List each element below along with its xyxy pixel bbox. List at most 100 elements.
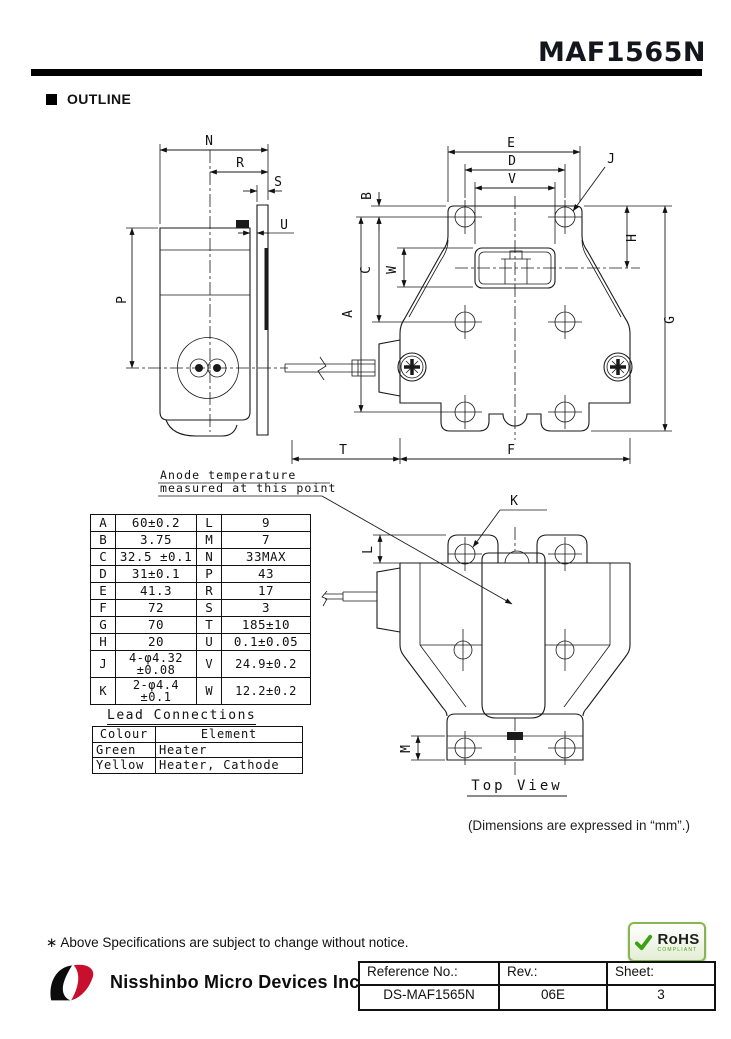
lead-col-colour: Colour (92, 726, 156, 743)
dim-value: 20 (115, 633, 197, 651)
lead-element: Heater (155, 741, 303, 758)
lead-connections-title: Lead Connections (107, 708, 257, 725)
rev-value: 06E (498, 984, 608, 1011)
lead-colour: Yellow (92, 757, 156, 774)
table-row: Yellow Heater, Cathode (92, 757, 303, 774)
dim-value: 60±0.2 (115, 514, 197, 532)
lead-col-element: Element (155, 726, 303, 743)
reference-no-label: Reference No.: (358, 961, 500, 986)
table-row: Green Heater (92, 741, 303, 758)
dim-letter: J (90, 650, 116, 678)
dim-letter: G (90, 616, 116, 634)
page-title: MAF1565N (538, 37, 706, 68)
dim-letter: U (196, 633, 222, 651)
dim-label-d: D (508, 154, 516, 169)
dim-value: 9 (221, 514, 311, 532)
rohs-label: RoHS (657, 930, 700, 948)
company-block: Nisshinbo Micro Devices Inc. (46, 962, 365, 1002)
dim-letter: E (90, 582, 116, 600)
table-row: Colour Element (92, 726, 303, 743)
dim-label-g: G (663, 316, 678, 324)
reference-table: Reference No.: Rev.: Sheet: DS-MAF1565N … (358, 961, 716, 1011)
dim-letter: P (196, 565, 222, 583)
dim-label-c: C (359, 266, 374, 274)
dim-letter: H (90, 633, 116, 651)
nisshinbo-logo (50, 964, 94, 1001)
unit-note: (Dimensions are expressed in “mm”.) (467, 818, 690, 833)
dim-letter: T (196, 616, 222, 634)
dim-label-n: N (205, 134, 213, 149)
dim-letter: F (90, 599, 116, 617)
anode-note-line1: Anode temperature (160, 468, 296, 482)
disclaimer-note: ∗ Above Specifications are subject to ch… (46, 935, 409, 950)
dim-label-l: L (361, 546, 376, 554)
dim-letter: R (196, 582, 222, 600)
rohs-check-icon (635, 934, 653, 950)
header-rule (31, 69, 702, 76)
dim-value: 43 (221, 565, 311, 583)
rev-label: Rev.: (498, 961, 608, 986)
sheet-value: 3 (606, 984, 716, 1011)
dim-value: 70 (115, 616, 197, 634)
dim-letter: D (90, 565, 116, 583)
rohs-compliant-label: COMPLIANT (657, 946, 698, 953)
dim-value: 41.3 (115, 582, 197, 600)
dim-letter: M (196, 531, 222, 549)
dim-value: 2-φ4.4 ±0.1 (115, 677, 197, 705)
dim-label-p: P (115, 296, 130, 304)
dim-letter: B (90, 531, 116, 549)
dim-label-v: V (508, 172, 516, 187)
rohs-badge: RoHS COMPLIANT (628, 922, 706, 962)
dim-letter: A (90, 514, 116, 532)
dim-letter: K (90, 677, 116, 705)
lead-colour: Green (92, 741, 156, 758)
dim-value: 4-φ4.32 ±0.08 (115, 650, 197, 678)
lead-connections-table: Colour Element Green Heater Yellow Heate… (92, 726, 303, 774)
dim-value: 24.9±0.2 (221, 650, 311, 678)
top-view-caption: Top View (471, 778, 562, 794)
dim-label-t: T (339, 443, 347, 458)
front-view: E D V J B C A W H G F (341, 136, 678, 464)
sheet-label: Sheet: (606, 961, 716, 986)
dim-letter: C (90, 548, 116, 566)
dim-letter: L (196, 514, 222, 532)
dim-value: 0.1±0.05 (221, 633, 311, 651)
dim-label-m: M (399, 745, 414, 753)
section-bullet-icon (46, 93, 57, 105)
section-header: OUTLINE (46, 91, 131, 107)
dim-value: 17 (221, 582, 311, 600)
dim-label-u: U (280, 218, 288, 233)
dim-letter: V (196, 650, 222, 678)
dim-letter: S (196, 599, 222, 617)
dim-label-r: R (236, 156, 244, 171)
dim-value: 72 (115, 599, 197, 617)
screw-holes (397, 352, 633, 382)
dim-label-b: B (360, 192, 375, 200)
dim-letter: N (196, 548, 222, 566)
dim-label-j: J (607, 152, 615, 167)
dim-value: 3.75 (115, 531, 197, 549)
table-row: DS-MAF1565N 06E 3 (358, 984, 716, 1011)
company-name: Nisshinbo Micro Devices Inc. (110, 971, 365, 992)
dim-value: 33MAX (221, 548, 311, 566)
dim-value: 3 (221, 599, 311, 617)
dim-value: 7 (221, 531, 311, 549)
dim-value: 32.5 ±0.1 (115, 548, 197, 566)
dim-label-e: E (507, 136, 515, 151)
section-title: OUTLINE (67, 91, 132, 107)
dim-label-h: H (625, 234, 640, 242)
dim-value: 185±10 (221, 616, 311, 634)
dim-label-k: K (510, 494, 518, 509)
